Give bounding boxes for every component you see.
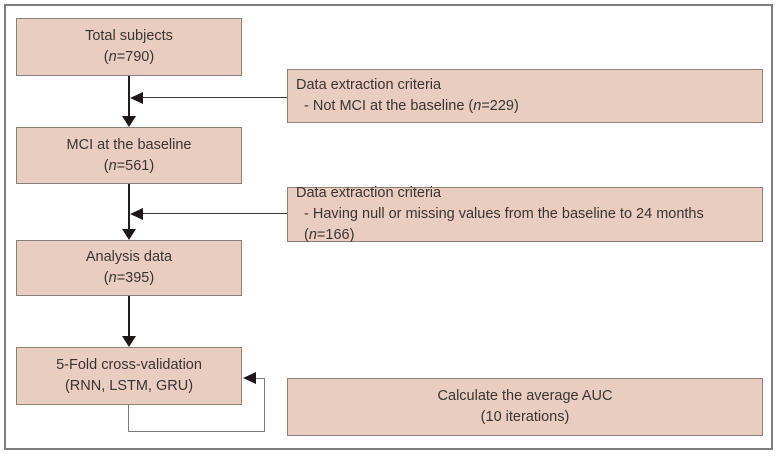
node-title: Analysis data	[85, 249, 173, 265]
loop-arrow-segment-bottom	[128, 431, 265, 433]
node-criteria-missing-values: Data extraction criteria - Having null o…	[287, 185, 763, 243]
connector-criteria-missing-head	[130, 208, 143, 220]
node-title: 5-Fold cross-validation	[56, 357, 202, 373]
node-count: (n=790)	[103, 49, 155, 65]
arrow-analysis-to-cv-stem	[128, 296, 130, 337]
loop-arrow-segment-up	[264, 378, 266, 432]
connector-criteria-not-mci-head	[130, 92, 143, 104]
arrow-total-to-mci-stem	[128, 76, 130, 117]
criteria-item: - Having null or missing values from the…	[304, 206, 704, 243]
connector-criteria-missing-line	[142, 213, 287, 215]
node-analysis-data: Analysis data (n=395)	[16, 240, 242, 296]
node-mci-baseline: MCI at the baseline (n=561)	[16, 127, 242, 184]
loop-arrow-segment-down	[128, 405, 130, 432]
node-count: (n=395)	[103, 270, 155, 286]
loop-arrow-head	[243, 372, 256, 384]
node-title: Total subjects	[85, 28, 173, 44]
criteria-item: - Not MCI at the baseline (n=229)	[304, 98, 519, 114]
diagram-frame	[4, 4, 773, 450]
node-count: (n=561)	[103, 157, 155, 174]
loop-arrow-segment-entry	[255, 378, 265, 380]
node-subtitle: (10 iterations)	[480, 409, 570, 425]
arrow-analysis-to-cv-head	[122, 336, 136, 347]
node-total-subjects: Total subjects (n=790)	[16, 18, 242, 76]
node-criteria-not-mci: Data extraction criteria - Not MCI at th…	[287, 69, 763, 123]
criteria-title: Data extraction criteria	[296, 77, 442, 93]
arrow-total-to-mci-head	[122, 116, 136, 127]
arrow-mci-to-analysis-stem	[128, 184, 130, 230]
arrow-mci-to-analysis-head	[122, 229, 136, 240]
criteria-title: Data extraction criteria	[296, 185, 442, 201]
node-cross-validation: 5-Fold cross-validation (RNN, LSTM, GRU)	[16, 347, 242, 405]
node-subtitle: (RNN, LSTM, GRU)	[64, 378, 194, 394]
node-title: Calculate the average AUC	[437, 388, 613, 404]
node-title: MCI at the baseline	[66, 136, 192, 153]
connector-criteria-not-mci-line	[142, 97, 287, 99]
node-average-auc: Calculate the average AUC (10 iterations…	[287, 378, 763, 436]
